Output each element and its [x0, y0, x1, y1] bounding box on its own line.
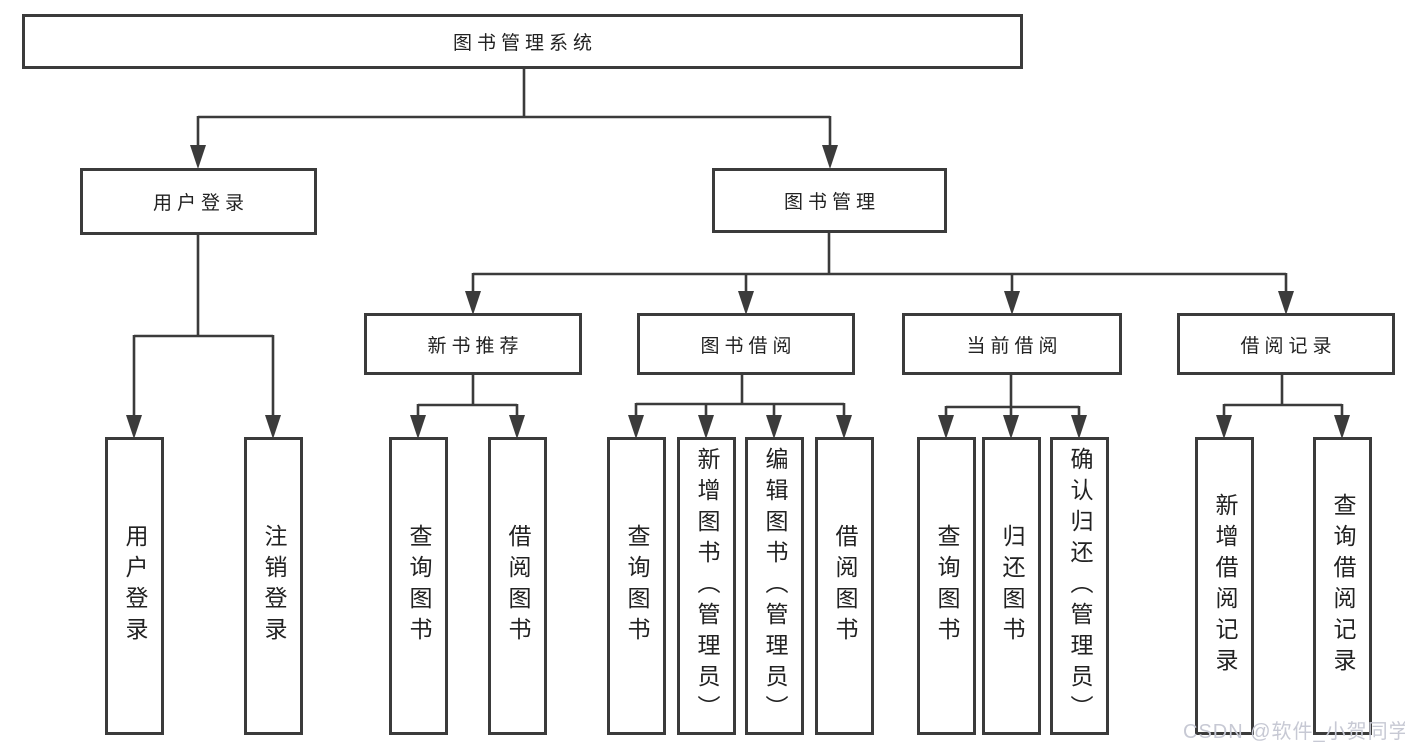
leaf-query-books-recommend-label: 查询图书: [406, 524, 432, 648]
leaf-logout: 注销登录: [244, 437, 303, 735]
node-current-borrow-label: 当前借阅: [966, 335, 1063, 357]
leaf-query-borrow-record: 查询借阅记录: [1313, 437, 1372, 735]
leaf-return-books: 归还图书: [982, 437, 1041, 735]
node-root-system: 图书管理系统: [22, 14, 1023, 69]
leaf-logout-label: 注销登录: [261, 524, 287, 648]
node-book-borrow: 图书借阅: [637, 313, 855, 375]
leaf-return-books-label: 归还图书: [999, 524, 1025, 648]
leaf-user-login-label: 用户登录: [122, 524, 148, 648]
leaf-add-books-admin: 新增图书（管理员）: [677, 437, 736, 735]
leaf-borrow-books-recommend-label: 借阅图书: [505, 524, 531, 648]
leaf-confirm-return-admin-label: 确认归还（管理员）: [1067, 446, 1093, 726]
node-user-login-label: 用户登录: [152, 193, 249, 214]
csdn-watermark: CSDN @软件_小贺同学: [1183, 721, 1405, 743]
leaf-add-books-admin-label: 新增图书（管理员）: [694, 446, 720, 726]
leaf-query-books-borrow-label: 查询图书: [624, 524, 650, 648]
leaf-query-books-borrow: 查询图书: [607, 437, 666, 735]
leaf-add-borrow-record: 新增借阅记录: [1195, 437, 1254, 735]
node-book-management-label: 图书管理: [783, 192, 880, 213]
leaf-borrow-books-label: 借阅图书: [832, 524, 858, 648]
leaf-query-books-current: 查询图书: [917, 437, 976, 735]
leaf-user-login: 用户登录: [105, 437, 164, 735]
leaf-edit-books-admin-label: 编辑图书（管理员）: [762, 446, 788, 726]
leaf-confirm-return-admin: 确认归还（管理员）: [1050, 437, 1109, 735]
leaf-add-borrow-record-label: 新增借阅记录: [1212, 493, 1238, 679]
node-new-book-recommend-label: 新书推荐: [427, 335, 524, 357]
leaf-query-books-current-label: 查询图书: [934, 524, 960, 648]
node-book-borrow-label: 图书借阅: [700, 335, 797, 357]
leaf-borrow-books: 借阅图书: [815, 437, 874, 735]
leaf-edit-books-admin: 编辑图书（管理员）: [745, 437, 804, 735]
leaf-query-books-recommend: 查询图书: [389, 437, 448, 735]
arrowheads: [126, 145, 1350, 439]
leaf-borrow-books-recommend: 借阅图书: [488, 437, 547, 735]
node-root-system-label: 图书管理系统: [452, 33, 597, 54]
node-book-management: 图书管理: [712, 168, 947, 233]
node-borrow-records: 借阅记录: [1177, 313, 1395, 375]
node-new-book-recommend: 新书推荐: [364, 313, 582, 375]
node-borrow-records-label: 借阅记录: [1240, 335, 1337, 357]
leaf-query-borrow-record-label: 查询借阅记录: [1330, 493, 1356, 679]
node-current-borrow: 当前借阅: [902, 313, 1122, 375]
node-user-login: 用户登录: [80, 168, 317, 235]
